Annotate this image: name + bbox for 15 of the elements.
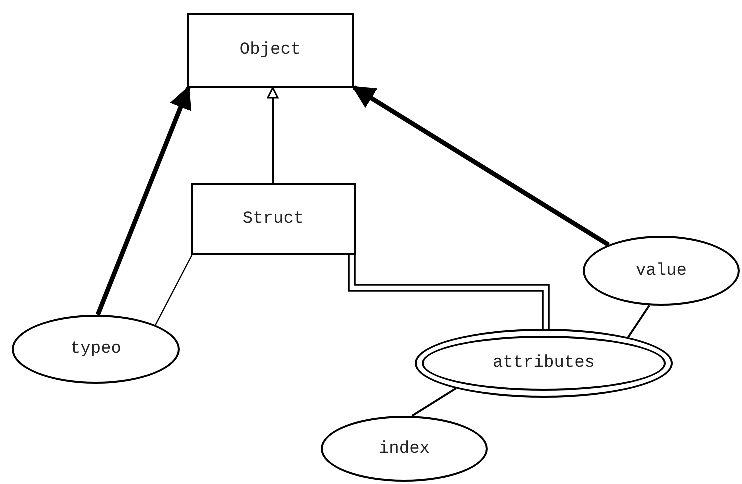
connector-line — [155, 254, 193, 326]
double-connector — [348, 255, 550, 329]
node-label: value — [636, 262, 687, 280]
connector-line — [628, 305, 650, 338]
arrow — [352, 86, 610, 248]
entity-box — [187, 13, 354, 88]
entity-box — [191, 183, 356, 255]
node-label: Object — [240, 41, 302, 60]
node-label: typeo — [70, 340, 122, 359]
node-label: index — [378, 440, 430, 458]
node-label: Struct — [242, 210, 304, 228]
arrow — [96, 86, 192, 316]
node-label: attributes — [492, 354, 596, 373]
arrow — [267, 87, 279, 183]
connector-line — [412, 388, 457, 417]
